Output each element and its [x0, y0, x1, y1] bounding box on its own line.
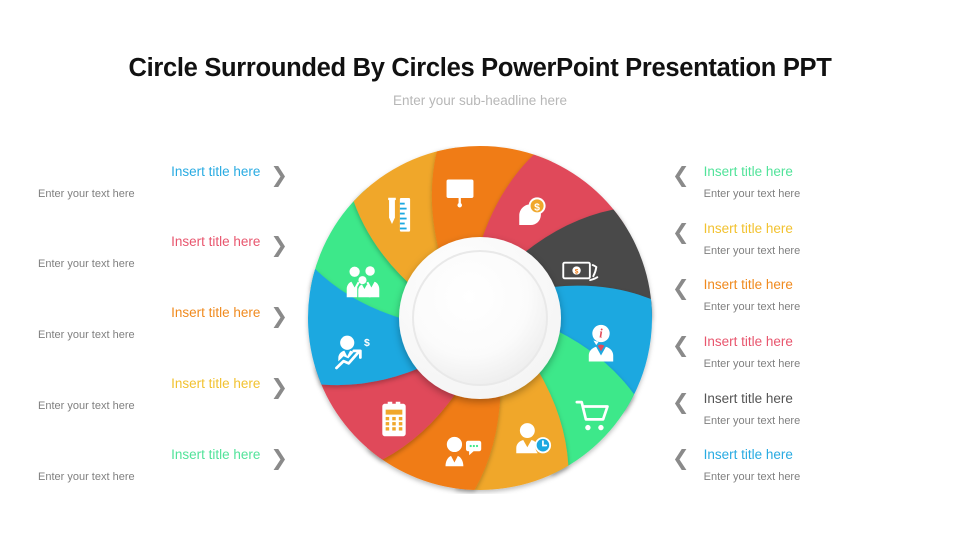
right-item-4-body: Enter your text here — [703, 358, 801, 370]
left-item-1-body: Enter your text here — [38, 188, 135, 200]
chevron-right-icon: ❯ — [270, 163, 288, 187]
right-item-6-title: Insert title here — [703, 447, 793, 462]
left-item-2-title: Insert title here — [171, 234, 261, 249]
left-item-2[interactable]: Insert title here Enter your text here ❯ — [38, 233, 288, 272]
left-item-3-body: Enter your text here — [38, 329, 135, 341]
right-item-2-title: Insert title here — [703, 221, 793, 236]
chevron-right-icon: ❯ — [270, 375, 288, 399]
right-item-2-body: Enter your text here — [703, 245, 801, 257]
right-item-5-title: Insert title here — [703, 391, 793, 406]
right-item-4[interactable]: ❮ Insert title here Enter your text here — [672, 333, 942, 372]
left-item-1[interactable]: Insert title here Enter your text here ❯ — [38, 163, 288, 202]
left-item-3[interactable]: Insert title here Enter your text here ❯ — [38, 304, 288, 343]
page-subtitle: Enter your sub-headline here — [392, 93, 568, 108]
left-item-5[interactable]: Insert title here Enter your text here ❯ — [38, 446, 288, 485]
page-title: Circle Surrounded By Circles PowerPoint … — [128, 54, 832, 82]
right-item-1-body: Enter your text here — [703, 188, 801, 200]
right-item-3-title: Insert title here — [703, 277, 793, 292]
right-item-5[interactable]: ❮ Insert title here Enter your text here — [672, 390, 942, 429]
chevron-right-icon: ❯ — [270, 233, 288, 257]
right-item-1[interactable]: ❮ Insert title here Enter your text here — [672, 163, 942, 202]
left-item-4[interactable]: Insert title here Enter your text here ❯ — [38, 375, 288, 414]
right-item-3[interactable]: ❮ Insert title here Enter your text here — [672, 276, 942, 315]
right-item-3-body: Enter your text here — [703, 301, 801, 313]
right-item-6[interactable]: ❮ Insert title here Enter your text here — [672, 446, 942, 485]
wheel-segment-4[interactable] — [481, 154, 625, 259]
chevron-left-icon: ❮ — [672, 446, 690, 470]
right-item-5-body: Enter your text here — [703, 415, 801, 427]
left-item-5-body: Enter your text here — [38, 471, 135, 483]
chevron-left-icon: ❮ — [672, 390, 690, 414]
chevron-right-icon: ❯ — [270, 304, 288, 328]
left-item-4-title: Insert title here — [171, 376, 261, 391]
right-item-6-body: Enter your text here — [703, 471, 801, 483]
left-item-4-body: Enter your text here — [38, 400, 135, 412]
chevron-left-icon: ❮ — [672, 220, 690, 244]
chevron-left-icon: ❮ — [672, 276, 690, 300]
wheel-segment-9[interactable] — [366, 389, 501, 490]
left-item-3-title: Insert title here — [171, 305, 261, 320]
right-item-4-title: Insert title here — [703, 334, 793, 349]
left-item-1-title: Insert title here — [171, 164, 261, 179]
circle-wheel-diagram: $ $ i — [300, 146, 660, 494]
chevron-right-icon: ❯ — [270, 446, 288, 470]
left-item-5-title: Insert title here — [171, 447, 261, 462]
right-item-1-title: Insert title here — [703, 164, 793, 179]
chevron-left-icon: ❮ — [672, 333, 690, 357]
chevron-left-icon: ❮ — [672, 163, 690, 187]
left-item-2-body: Enter your text here — [38, 258, 135, 270]
right-item-2[interactable]: ❮ Insert title here Enter your text here — [672, 220, 942, 259]
